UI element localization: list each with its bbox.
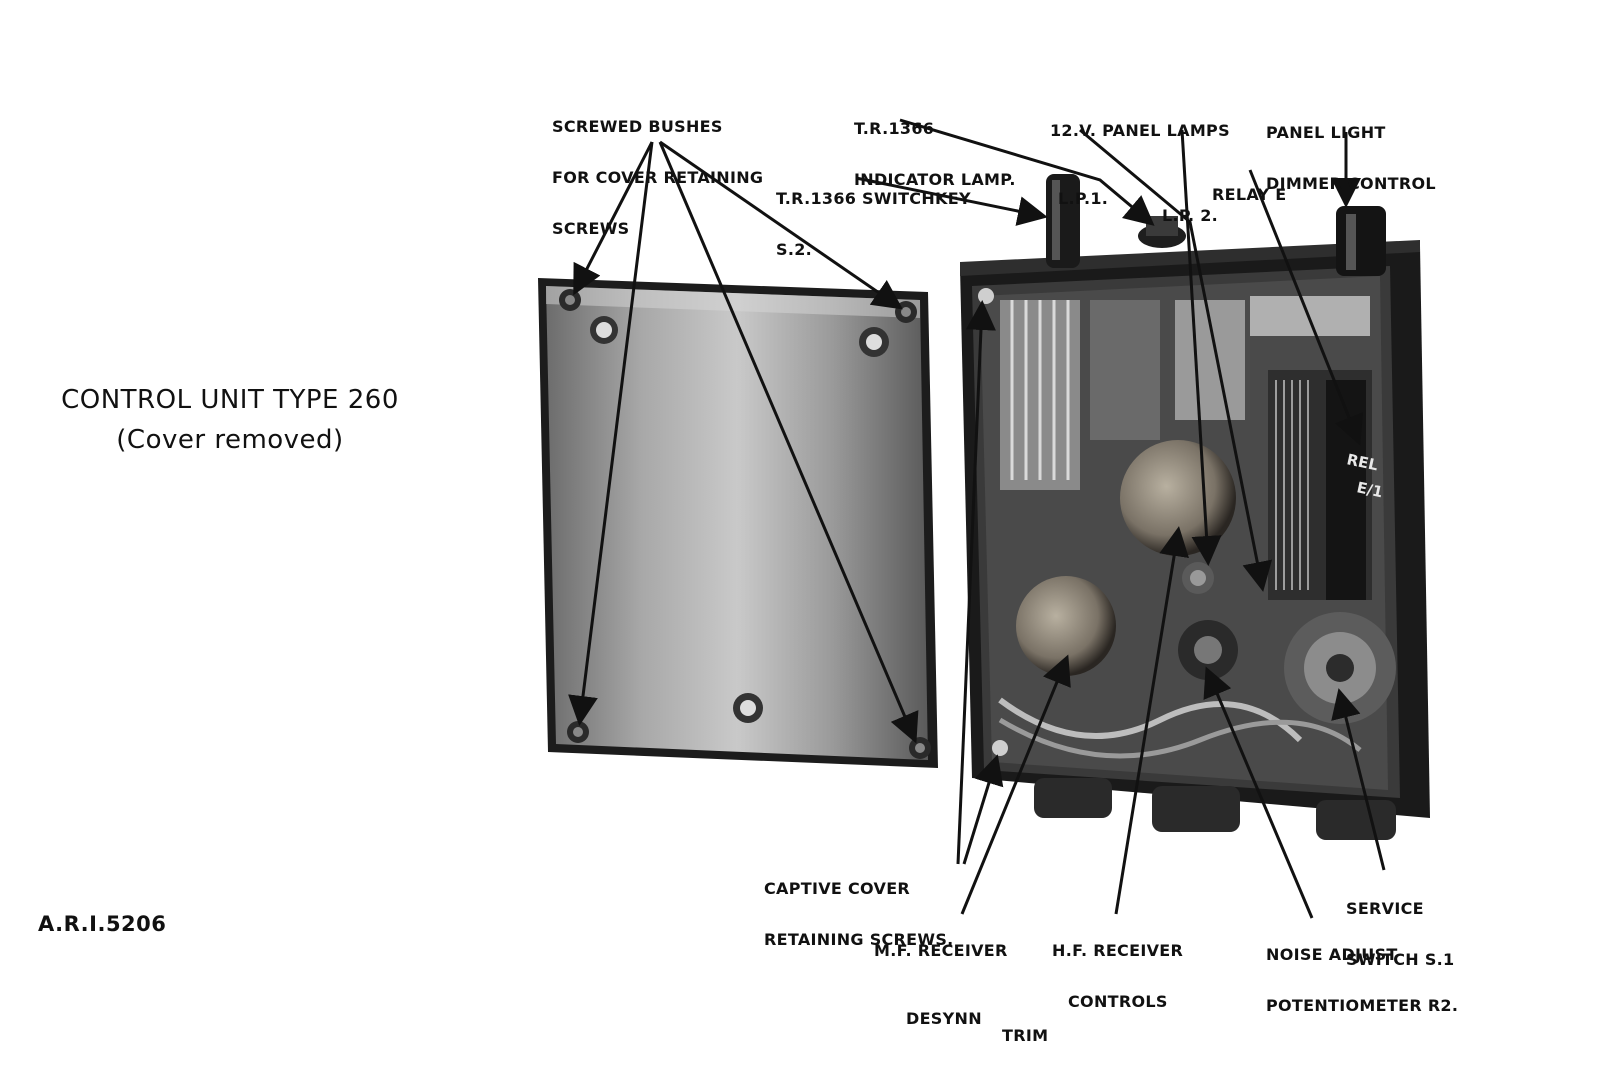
connector-middle [1152, 786, 1240, 832]
arrow-bush-bl [568, 141, 654, 726]
arrow-indicator-lamp [899, 118, 1155, 226]
figure-subtitle: (Cover removed) [116, 425, 344, 455]
arrow-captive-bottom [962, 754, 1004, 865]
relay-marking-line2: E/1 [1355, 478, 1384, 501]
arrow-lp1 [1079, 128, 1273, 592]
arrow-relay [1248, 169, 1364, 446]
arrow-captive-top [956, 300, 996, 865]
reference-number: A.R.I.5206 [38, 912, 167, 936]
captive-screw-bottom [992, 740, 1008, 756]
chassis [960, 174, 1430, 840]
label-relay: RELAY E [1212, 185, 1287, 204]
label-mf-receiver: M.F. RECEIVER DESYNN TRIM [874, 941, 1049, 1045]
arrow-mf-receiver [960, 654, 1071, 915]
label-panel-lamps: 12.V. PANEL LAMPS L.P.1. L.P. 2. [1050, 121, 1230, 225]
arrow-switchkey [855, 176, 1048, 226]
label-captive-screws: CAPTIVE COVER RETAINING SCREWS. [764, 879, 954, 949]
cover-plate [538, 278, 938, 768]
label-switchkey: T.R.1366 SWITCHKEY S.2. [776, 189, 971, 259]
arrow-noise-adjust [1203, 666, 1314, 919]
arrow-bush-br [658, 141, 919, 744]
connector-left [1034, 778, 1112, 818]
arrow-service-switch [1331, 688, 1386, 871]
captive-screw-top [978, 288, 994, 304]
arrow-bush-tl [573, 141, 654, 296]
arrow-hf-receiver [1114, 526, 1189, 915]
mf-receiver-knob [1016, 576, 1116, 676]
label-indicator-lamp: T.R.1366 INDICATOR LAMP. [854, 119, 1016, 189]
arrow-bush-tr [659, 140, 903, 310]
label-dimmer: PANEL LIGHT DIMMER CONTROL [1266, 123, 1436, 193]
label-lp2: L.P. 2. [1162, 206, 1219, 225]
label-service-switch: SERVICE SWITCH S.1 [1346, 899, 1455, 969]
connector-right [1316, 800, 1396, 840]
label-noise-adjust: NOISE ADJUST POTENTIOMETER R2. [1266, 945, 1459, 1015]
arrow-lp2 [1180, 129, 1222, 566]
label-lp1: L.P.1. [1058, 189, 1109, 208]
leader-lines [568, 118, 1386, 919]
label-hf-receiver: H.F. RECEIVER CONTROLS [1052, 941, 1184, 1011]
label-screwed-bushes: SCREWED BUSHES FOR COVER RETAINING SCREW… [552, 117, 764, 238]
figure-title: CONTROL UNIT TYPE 260 [61, 385, 399, 415]
figure-caption: CONTROL UNIT TYPE 260 (Cover removed) [20, 380, 440, 460]
